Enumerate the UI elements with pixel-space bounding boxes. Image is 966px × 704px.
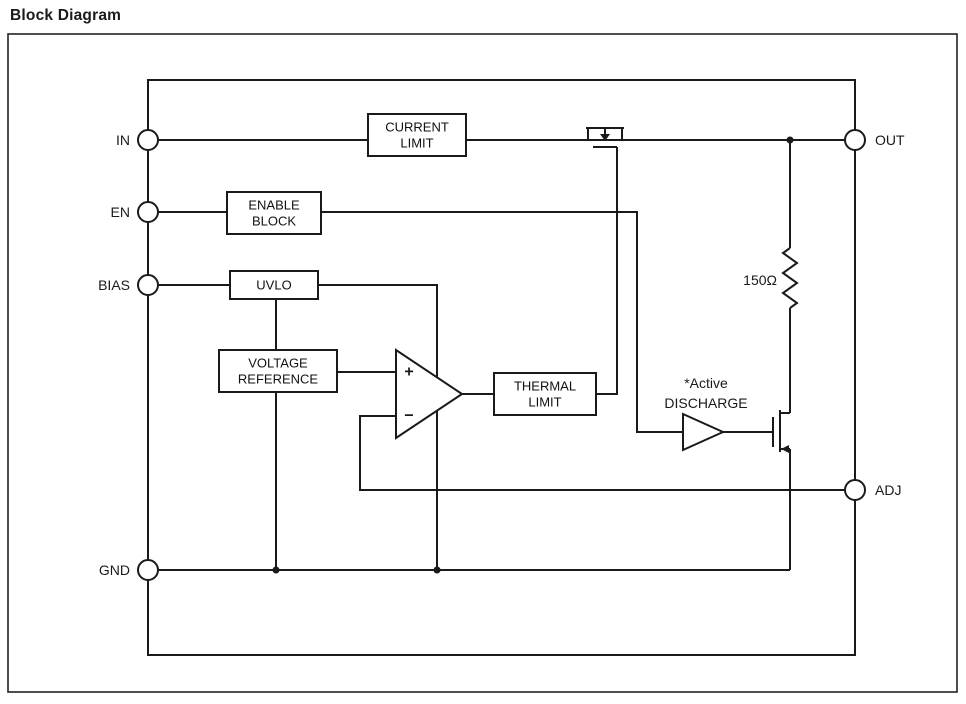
- figure-border: [7, 33, 958, 693]
- figure-title: Block Diagram: [10, 7, 122, 24]
- pass-fet-body: [586, 127, 624, 148]
- discharge-fet-body: [723, 410, 790, 452]
- block-voltage-reference-line2: REFERENCE: [238, 372, 319, 387]
- opamp-plus-sign: +: [404, 364, 413, 381]
- block-enable-box: [226, 191, 322, 235]
- active-discharge-label2: DISCHARGE: [664, 395, 747, 411]
- block-current-limit-box: [367, 113, 467, 157]
- pin-labels: IN EN BIAS GND OUT ADJ: [98, 132, 905, 578]
- block-enable-line2: BLOCK: [252, 214, 296, 229]
- pin-out: [844, 129, 866, 151]
- pin-label-gnd: GND: [99, 562, 130, 578]
- discharge-buffer: [682, 412, 726, 452]
- pin-in: [137, 129, 159, 151]
- pin-gnd: [137, 559, 159, 581]
- block-uvlo: UVLO: [229, 270, 319, 300]
- wire-feedback-adj: [359, 415, 855, 491]
- error-amplifier-triangle: [395, 348, 464, 440]
- discharge-fet-arrow: [781, 445, 789, 453]
- block-thermal-limit-line1: THERMAL: [514, 379, 576, 394]
- block-uvlo-line1: UVLO: [256, 278, 291, 293]
- opamp-minus-sign: −: [404, 408, 413, 425]
- pass-fet-arrow: [600, 134, 610, 141]
- discharge-circuit: [682, 410, 790, 453]
- pass-fet: [586, 127, 624, 148]
- pin-label-in: IN: [116, 132, 130, 148]
- block-thermal-limit: THERMAL LIMIT: [493, 372, 597, 416]
- pin-label-bias: BIAS: [98, 277, 130, 293]
- block-voltage-reference-line1: VOLTAGE: [248, 356, 308, 371]
- block-voltage-reference: VOLTAGE REFERENCE: [218, 349, 338, 393]
- active-discharge-label1: *Active: [684, 375, 728, 391]
- block-uvlo-box: [229, 270, 319, 300]
- ic-boundary: [147, 79, 856, 656]
- annotations: 150Ω *Active DISCHARGE: [664, 272, 777, 411]
- pin-en: [137, 201, 159, 223]
- pin-bias: [137, 274, 159, 296]
- block-enable-line1: ENABLE: [248, 198, 300, 213]
- pins: [137, 129, 866, 581]
- block-thermal-limit-box: [493, 372, 597, 416]
- error-amplifier: + −: [395, 348, 464, 440]
- junction-dot-uvlo-gnd: [433, 566, 441, 574]
- block-voltage-reference-box: [218, 349, 338, 393]
- pin-adj: [844, 479, 866, 501]
- block-current-limit: CURRENT LIMIT: [367, 113, 467, 157]
- junction-dot-out-rail: [786, 136, 794, 144]
- wire-enable: [148, 211, 683, 433]
- block-current-limit-line2: LIMIT: [400, 136, 433, 151]
- pin-label-out: OUT: [875, 132, 905, 148]
- pin-label-adj: ADJ: [875, 482, 901, 498]
- wire-bias-uvlo-gnd: [148, 284, 438, 570]
- block-enable: ENABLE BLOCK: [226, 191, 322, 235]
- block-current-limit-line1: CURRENT: [385, 120, 449, 135]
- pin-label-en: EN: [111, 204, 130, 220]
- resistor-value-label: 150Ω: [743, 272, 777, 288]
- junction-dot-ref-gnd: [272, 566, 280, 574]
- wires: [148, 139, 855, 571]
- block-thermal-limit-line2: LIMIT: [528, 395, 561, 410]
- wire-thermal-to-gate: [596, 147, 618, 395]
- resistor-symbol: [781, 247, 799, 309]
